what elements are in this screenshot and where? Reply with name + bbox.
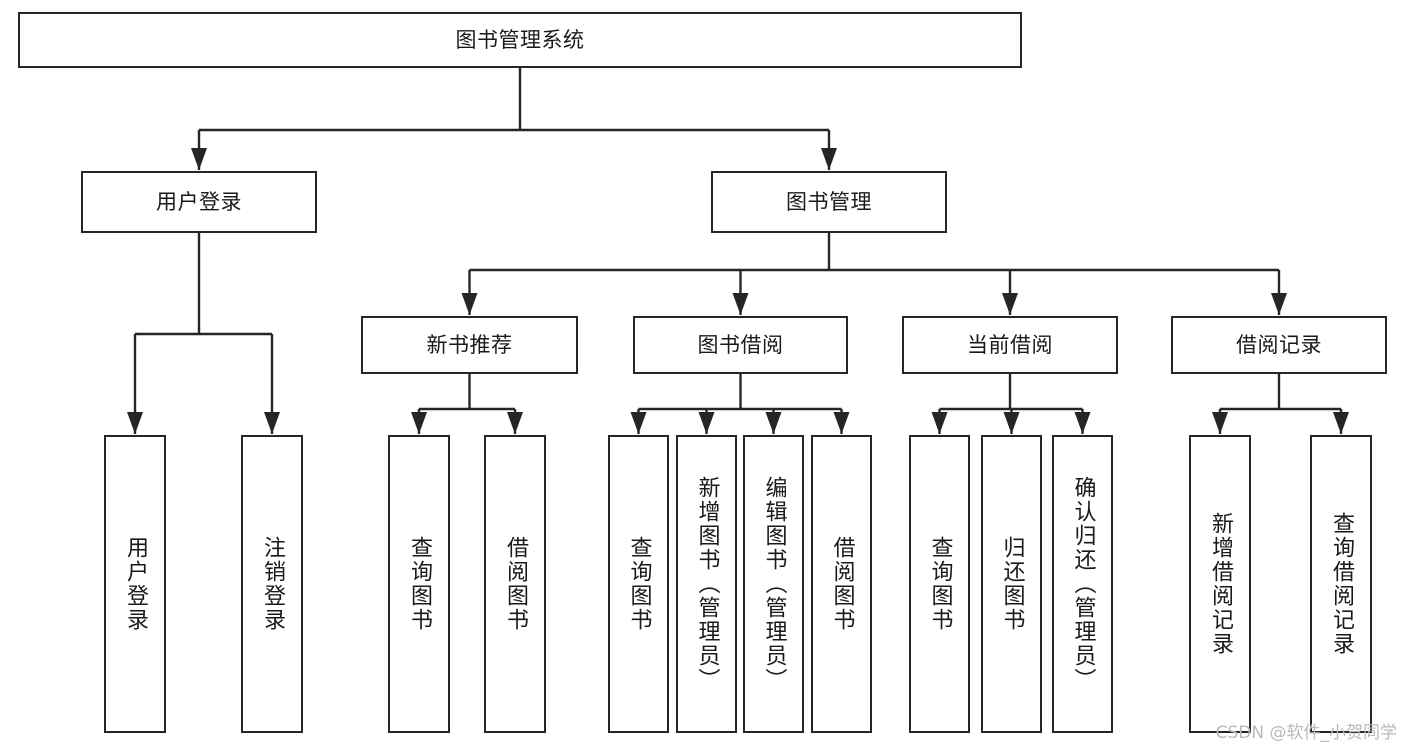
node-book-manage[interactable]: 图书管理 — [711, 171, 947, 233]
node-label-leaf-query-book-1: 查询图书 — [407, 536, 432, 632]
arrowhead-icon — [1212, 412, 1228, 434]
node-book-borrow[interactable]: 图书借阅 — [633, 316, 848, 374]
node-leaf-borrow-book-2[interactable]: 借阅图书 — [811, 435, 872, 733]
arrowhead-icon — [1003, 412, 1020, 434]
node-borrow-record[interactable]: 借阅记录 — [1171, 316, 1387, 374]
node-leaf-add-record[interactable]: 新增借阅记录 — [1189, 435, 1251, 733]
node-label-leaf-user-login: 用户登录 — [123, 536, 148, 632]
arrowhead-icon — [833, 412, 850, 434]
node-leaf-return-book[interactable]: 归还图书 — [981, 435, 1042, 733]
node-new-book-rec[interactable]: 新书推荐 — [361, 316, 578, 374]
arrowhead-icon — [264, 412, 280, 434]
node-label-leaf-add-record: 新增借阅记录 — [1208, 512, 1233, 656]
watermark: CSDN @软件_小贺同学 — [1215, 723, 1397, 743]
node-leaf-borrow-book-1[interactable]: 借阅图书 — [484, 435, 546, 733]
node-leaf-edit-book[interactable]: 编辑图书（管理员） — [743, 435, 804, 733]
arrowhead-icon — [411, 412, 427, 434]
node-label-leaf-add-book: 新增图书（管理员） — [694, 476, 720, 692]
node-leaf-logout[interactable]: 注销登录 — [241, 435, 303, 733]
node-label-leaf-query-book-3: 查询图书 — [927, 536, 953, 632]
node-label-user-login: 用户登录 — [156, 189, 242, 214]
arrowhead-icon — [461, 293, 478, 315]
arrowhead-icon — [1271, 293, 1287, 315]
node-leaf-query-book-2[interactable]: 查询图书 — [608, 435, 669, 733]
arrowhead-icon — [931, 412, 948, 434]
arrowhead-icon — [1333, 412, 1349, 434]
node-label-root: 图书管理系统 — [455, 27, 585, 52]
node-label-leaf-return-book: 归还图书 — [999, 536, 1025, 632]
node-leaf-confirm-return[interactable]: 确认归还（管理员） — [1052, 435, 1113, 733]
node-root[interactable]: 图书管理系统 — [18, 12, 1022, 68]
arrowhead-icon — [630, 412, 647, 434]
arrowhead-icon — [765, 412, 782, 434]
node-label-leaf-confirm-return: 确认归还（管理员） — [1070, 476, 1096, 692]
node-label-current-borrow: 当前借阅 — [967, 332, 1053, 357]
arrowhead-icon — [191, 148, 207, 170]
node-label-leaf-edit-book: 编辑图书（管理员） — [761, 476, 787, 692]
node-current-borrow[interactable]: 当前借阅 — [902, 316, 1118, 374]
node-label-leaf-query-book-2: 查询图书 — [626, 536, 652, 632]
arrowhead-icon — [507, 412, 523, 434]
node-user-login[interactable]: 用户登录 — [81, 171, 317, 233]
arrowhead-icon — [732, 293, 749, 315]
arrowhead-icon — [1074, 412, 1091, 434]
node-label-book-manage: 图书管理 — [786, 189, 872, 214]
node-leaf-user-login[interactable]: 用户登录 — [104, 435, 166, 733]
node-leaf-add-book[interactable]: 新增图书（管理员） — [676, 435, 737, 733]
node-leaf-query-book-1[interactable]: 查询图书 — [388, 435, 450, 733]
arrowhead-icon — [821, 148, 837, 170]
node-leaf-query-book-3[interactable]: 查询图书 — [909, 435, 970, 733]
arrowhead-icon — [127, 412, 143, 434]
node-label-leaf-query-record: 查询借阅记录 — [1329, 512, 1354, 656]
arrowhead-icon — [1002, 293, 1018, 315]
node-label-leaf-borrow-book-1: 借阅图书 — [503, 536, 528, 632]
node-label-borrow-record: 借阅记录 — [1236, 332, 1322, 357]
node-label-book-borrow: 图书借阅 — [697, 332, 784, 357]
node-label-leaf-borrow-book-2: 借阅图书 — [829, 536, 855, 632]
arrowhead-icon — [698, 412, 715, 434]
node-label-new-book-rec: 新书推荐 — [426, 332, 513, 357]
node-label-leaf-logout: 注销登录 — [260, 536, 285, 632]
node-leaf-query-record[interactable]: 查询借阅记录 — [1310, 435, 1372, 733]
